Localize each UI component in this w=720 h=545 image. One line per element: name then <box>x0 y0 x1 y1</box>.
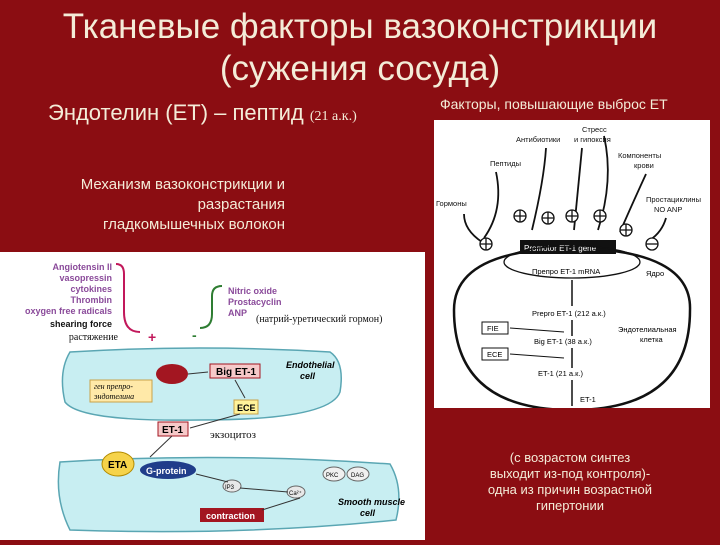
pkc-shape <box>322 466 346 482</box>
arrow-3 <box>189 413 241 429</box>
fie-label: FIE <box>487 324 499 333</box>
stimulators-list: Angiotensin II vasopressin cytokines Thr… <box>25 262 112 329</box>
natriuretic-label: (натрий-уретический гормон) <box>256 314 382 325</box>
mechanism-diagram-svg: Angiotensin II vasopressin cytokines Thr… <box>25 262 405 533</box>
smooth-muscle-shape <box>57 456 400 533</box>
gprotein-shape <box>140 461 196 479</box>
label-components-1: Компоненты <box>618 151 661 160</box>
mrna-label: Препро ET-1 mRNA <box>532 267 600 276</box>
inhibitor-1: Nitric oxide <box>228 286 277 296</box>
mechanism-line-1: Механизм вазоконстрикции и <box>80 176 285 193</box>
ece-box-right <box>481 347 509 361</box>
stimulator-bracket <box>115 263 141 333</box>
gprotein-label: G-protein <box>146 466 187 476</box>
label-peptides: Пептиды <box>490 159 521 168</box>
mechanism-line-2: разрастания <box>197 196 285 213</box>
smooth-muscle-label-1: Smooth muscle <box>338 497 405 507</box>
stretch-label: растяжение <box>69 332 119 343</box>
big-et1-label: Big ET-1 <box>216 367 256 378</box>
label-prostacyclins-2: NO ANP <box>654 205 682 214</box>
contraction-label: contraction <box>206 511 255 521</box>
endo-cell-label-2: клетка <box>640 335 664 344</box>
label-hormones: Гормоны <box>436 199 467 208</box>
ece-box <box>233 399 259 415</box>
label-antibiotics: Антибиотики <box>516 135 560 144</box>
et1-out-label: ET-1 <box>580 395 596 404</box>
note-line-1: (с возрастом синтез <box>509 450 631 465</box>
mechanism-line-3: гладкомышечных волокон <box>102 216 285 233</box>
nucleus-outline <box>503 245 641 279</box>
ece-label-right: ECE <box>487 350 502 359</box>
eta-receptor <box>101 451 135 477</box>
promoter-box <box>520 240 616 254</box>
regulation-diagram: Стресс Антибиотики и гипоксия Пептиды Ко… <box>434 120 710 412</box>
subtitle-small: (21 а.к.) <box>309 109 357 124</box>
factor-labels: Стресс Антибиотики и гипоксия Пептиды Ко… <box>436 125 701 214</box>
endothelial-label-1: Endothelial <box>286 360 335 370</box>
et1-box <box>157 421 189 437</box>
gene-box <box>89 379 153 403</box>
eta-label: ETA <box>108 460 127 471</box>
regulation-diagram-svg: Стресс Антибиотики и гипоксия Пептиды Ко… <box>436 125 701 412</box>
exocytosis-label: экзоцитоз <box>210 429 256 441</box>
fie-box <box>481 321 509 335</box>
age-note: (с возрастом синтез выходит из-под контр… <box>470 450 670 514</box>
nucleus-shape <box>156 364 188 384</box>
prepro-label: Prepro ET-1 (212 а.к.) <box>532 309 606 318</box>
et1-21-label: ET-1 (21 а.к.) <box>538 369 583 378</box>
note-line-2: выходит из-под контроля)- <box>489 466 651 481</box>
gene-label-1: ген препро- <box>94 382 133 391</box>
enzyme-arrows <box>509 327 565 359</box>
endo-cell-label-1: Эндотелиальная <box>618 325 677 334</box>
label-hypoxia: и гипоксия <box>574 135 611 144</box>
minus-sign: - <box>192 327 197 343</box>
subtitle-text: Эндотелин (ЕТ) – пептид <box>48 100 304 125</box>
nucleus-label: Ядро <box>646 269 664 278</box>
note-line-4: гипертонии <box>536 498 604 513</box>
ca-label: Ca²⁺ <box>289 490 302 497</box>
right-heading: Факторы, повышающие выброс ЕТ <box>440 96 668 112</box>
inhibitor-3: ANP <box>228 308 247 318</box>
smooth-muscle-label-2: cell <box>360 508 376 518</box>
stimulator-5: oxygen free radicals <box>25 306 112 316</box>
inhibitors-list: Nitric oxide Prostacyclin ANP <box>228 286 282 318</box>
mechanism-diagram: Angiotensin II vasopressin cytokines Thr… <box>0 252 425 540</box>
gene-label-2: эндотелина <box>94 392 134 401</box>
slide-title: Тканевые факторы вазоконстрикции (сужени… <box>0 6 720 90</box>
inhibitor-2: Prostacyclin <box>228 297 282 307</box>
stimulator-4: Thrombin <box>71 295 113 305</box>
subtitle: Эндотелин (ЕТ) – пептид (21 а.к.) <box>48 100 357 126</box>
ip3-shape <box>222 479 242 493</box>
inhibitor-bracket <box>199 285 223 329</box>
cell-outline <box>452 246 692 412</box>
arrow-4 <box>149 435 173 458</box>
big-et1-box <box>209 363 261 379</box>
plus-sign: + <box>148 329 156 345</box>
label-components-2: крови <box>634 161 654 170</box>
contraction-box <box>200 508 264 522</box>
label-stress: Стресс <box>582 125 607 134</box>
et1-label: ET-1 <box>162 425 184 436</box>
title-line-2: (сужения сосуда) <box>219 49 501 88</box>
big-et1-label-right: Big ET-1 (38 а.к.) <box>534 337 592 346</box>
endothelial-label-2: cell <box>300 371 316 381</box>
plus-marks <box>480 210 658 250</box>
arrow-2 <box>234 379 246 399</box>
label-prostacyclins-1: Простациклины <box>646 195 701 204</box>
signal-arrows <box>195 473 301 511</box>
stimulator-2: vasopressin <box>59 273 112 283</box>
ip3-label: IP3 <box>225 485 235 491</box>
stimulator-6: shearing force <box>50 319 112 329</box>
stimulator-1: Angiotensin II <box>53 262 113 272</box>
promoter-label: Promotor ET-1 gene <box>524 244 597 253</box>
stimulator-3: cytokines <box>70 284 112 294</box>
title-line-1: Тканевые факторы вазоконстрикции <box>62 7 658 46</box>
pkc-label: PKC <box>326 473 339 479</box>
ece-label: ECE <box>237 403 256 413</box>
mechanism-heading: Механизм вазоконстрикции и разрастания г… <box>30 175 285 235</box>
arrow-1 <box>187 371 209 375</box>
note-line-3: одна из причин возрастной <box>487 482 653 497</box>
dag-shape <box>346 466 370 482</box>
dag-label: DAG <box>351 473 364 479</box>
